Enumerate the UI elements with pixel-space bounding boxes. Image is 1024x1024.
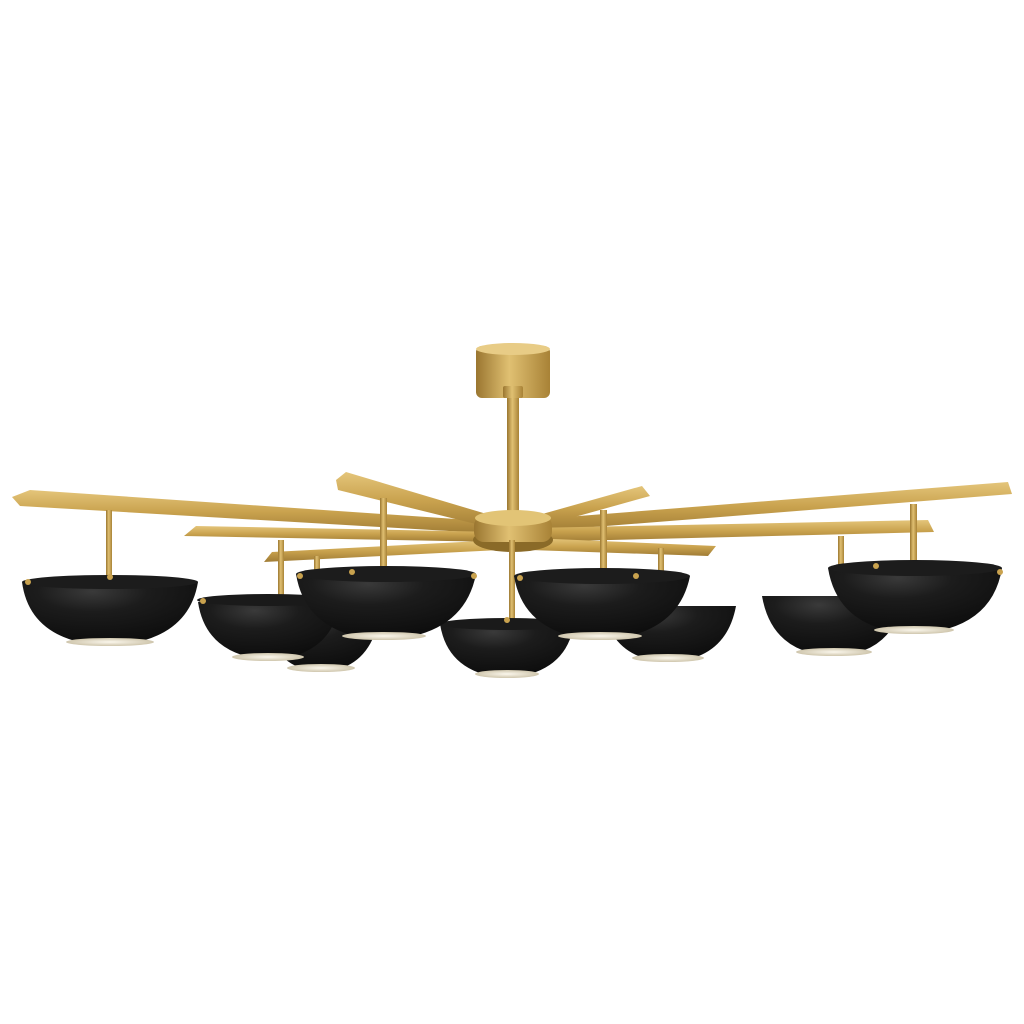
arm <box>528 482 1012 532</box>
arm <box>336 472 500 530</box>
arm <box>530 538 716 556</box>
arm <box>530 520 934 542</box>
shade-far-right <box>828 560 1003 634</box>
arms-back <box>12 472 1012 562</box>
shade-right-center <box>514 568 690 640</box>
ceiling-canopy <box>476 343 550 398</box>
shade-far-left <box>22 574 198 646</box>
shade-left-center <box>296 566 477 640</box>
shade-center <box>440 617 574 678</box>
down-rod <box>507 396 519 518</box>
arm <box>184 526 500 542</box>
shades <box>22 560 1003 678</box>
arm <box>12 490 500 534</box>
